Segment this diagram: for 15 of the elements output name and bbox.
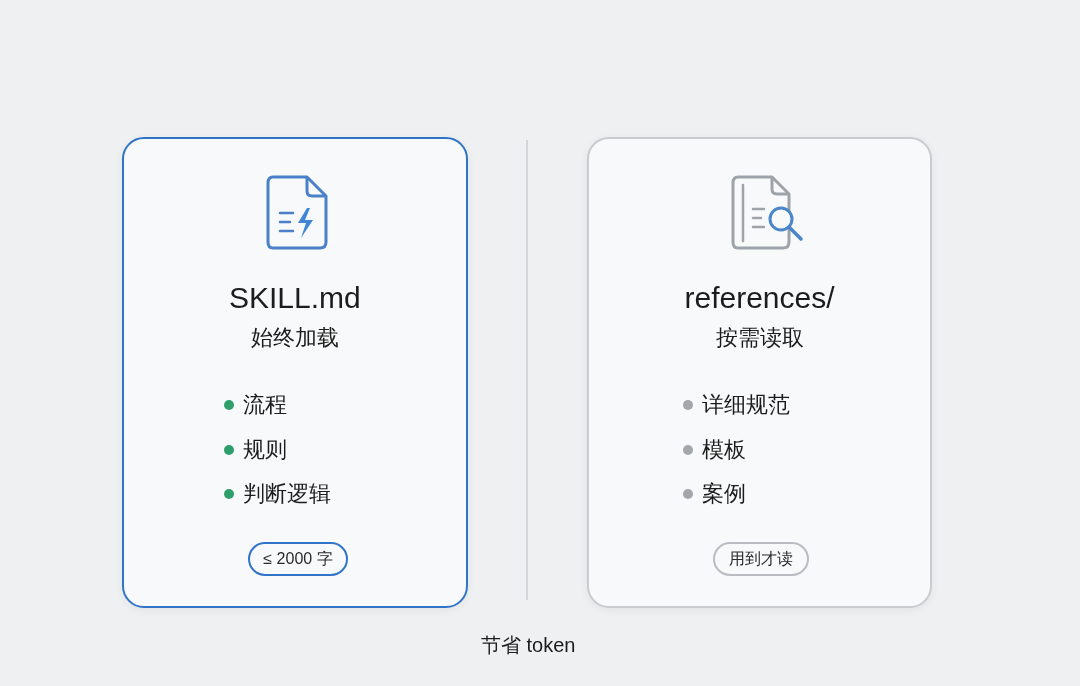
card-subtitle: 始终加载 — [251, 324, 339, 352]
list-item: 规则 — [243, 435, 287, 464]
list-item: 模板 — [702, 435, 746, 464]
limit-tag: ≤ 2000 字 — [248, 542, 348, 576]
list-item: 判断逻辑 — [243, 480, 331, 508]
note-tag: 用到才读 — [713, 542, 809, 576]
card — [122, 137, 468, 608]
list-item: 流程 — [243, 391, 287, 419]
card — [587, 137, 932, 608]
card-title: SKILL.md — [229, 280, 361, 316]
card-subtitle: 按需读取 — [715, 324, 804, 352]
caption: 节省 token — [481, 633, 576, 658]
card-title: references/ — [684, 280, 835, 316]
list-item: 案例 — [702, 480, 746, 508]
list-item: 详细规范 — [702, 391, 790, 419]
